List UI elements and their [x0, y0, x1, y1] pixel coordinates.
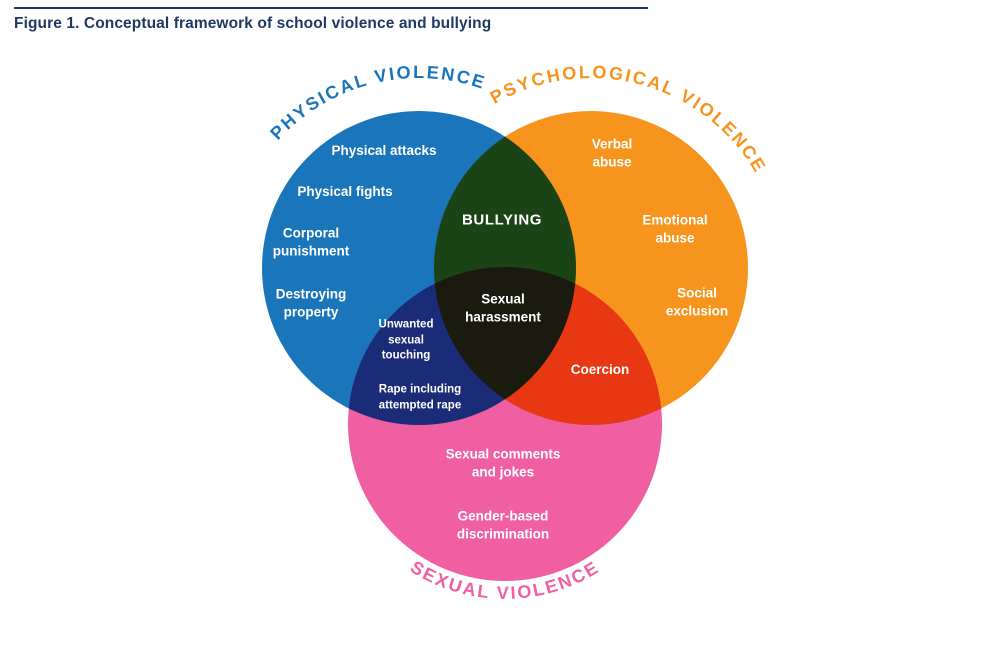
label-physical-attacks: Physical attacks — [331, 143, 437, 159]
label-gender-based-discrimination: Gender-based discrimination — [456, 508, 550, 541]
label-sexual-harassment: Sexual harassment — [465, 291, 541, 324]
label-verbal-abuse: Verbal abuse — [591, 136, 633, 169]
label-destroying-property: Destroying property — [275, 286, 347, 319]
figure-title: Figure 1. Conceptual framework of school… — [14, 15, 492, 32]
label-rape-including-attempted-rape: Rape including attempted rape — [378, 383, 462, 411]
label-emotional-abuse: Emotional abuse — [642, 212, 708, 245]
label-physical-fights: Physical fights — [297, 184, 393, 200]
circle-sexual-violence — [348, 267, 662, 581]
venn-circles — [150, 55, 850, 630]
label-corporal-punishment: Corporal punishment — [272, 225, 350, 258]
header-rule — [14, 7, 648, 9]
label-coercion: Coercion — [570, 362, 630, 378]
label-unwanted-sexual-touching: Unwanted sexual touching — [378, 318, 434, 362]
label-bullying: BULLYING — [461, 211, 543, 229]
label-sexual-comments-and-jokes: Sexual comments and jokes — [445, 446, 561, 479]
label-social-exclusion: Social exclusion — [665, 285, 729, 318]
